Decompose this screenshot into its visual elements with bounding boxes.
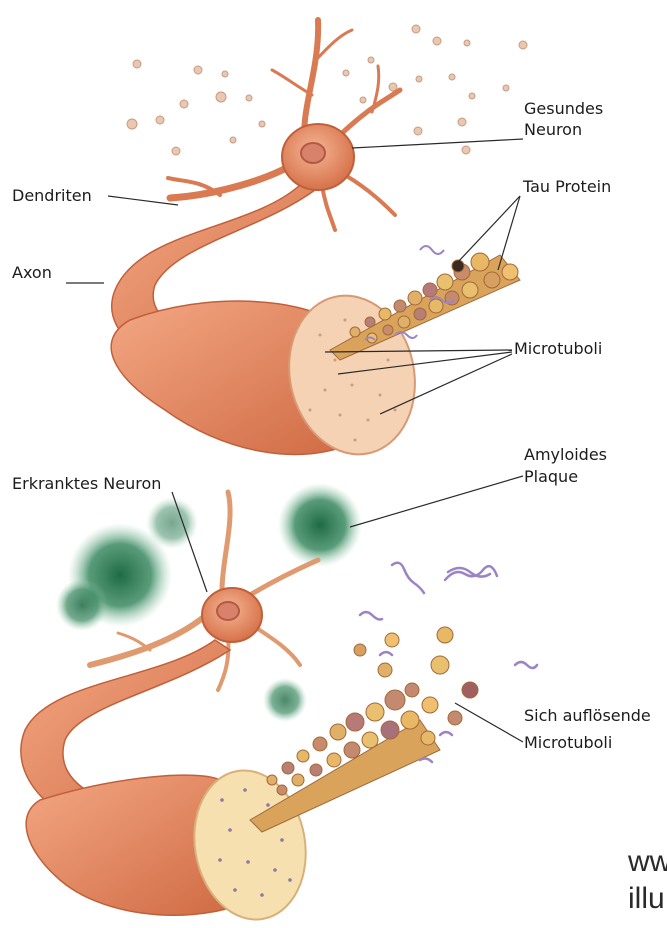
label-dendriten: Dendriten [12, 185, 92, 206]
label-sich-aufloesende-line2: Microtuboli [524, 732, 612, 753]
label-tau-protein: Tau Protein [523, 176, 611, 197]
diseased-nucleus [217, 602, 239, 620]
label-microtuboli: Microtuboli [514, 338, 602, 359]
healthy-neuron [111, 20, 527, 466]
microtubule-bundle-bottom [250, 627, 478, 832]
watermark-line1: ww [628, 845, 667, 879]
label-sich-aufloesende-line1: Sich auflösende [524, 705, 651, 726]
label-axon: Axon [12, 262, 52, 283]
healthy-nucleus [301, 143, 325, 163]
label-gesundes-line2: Neuron [524, 119, 582, 140]
label-erkranktes-neuron: Erkranktes Neuron [12, 473, 161, 494]
label-gesundes-line1: Gesundes [524, 98, 603, 119]
label-amyloides-line1: Amyloides [524, 444, 607, 465]
label-amyloides-line2: Plaque [524, 466, 578, 487]
watermark-line2: illu [628, 882, 665, 916]
